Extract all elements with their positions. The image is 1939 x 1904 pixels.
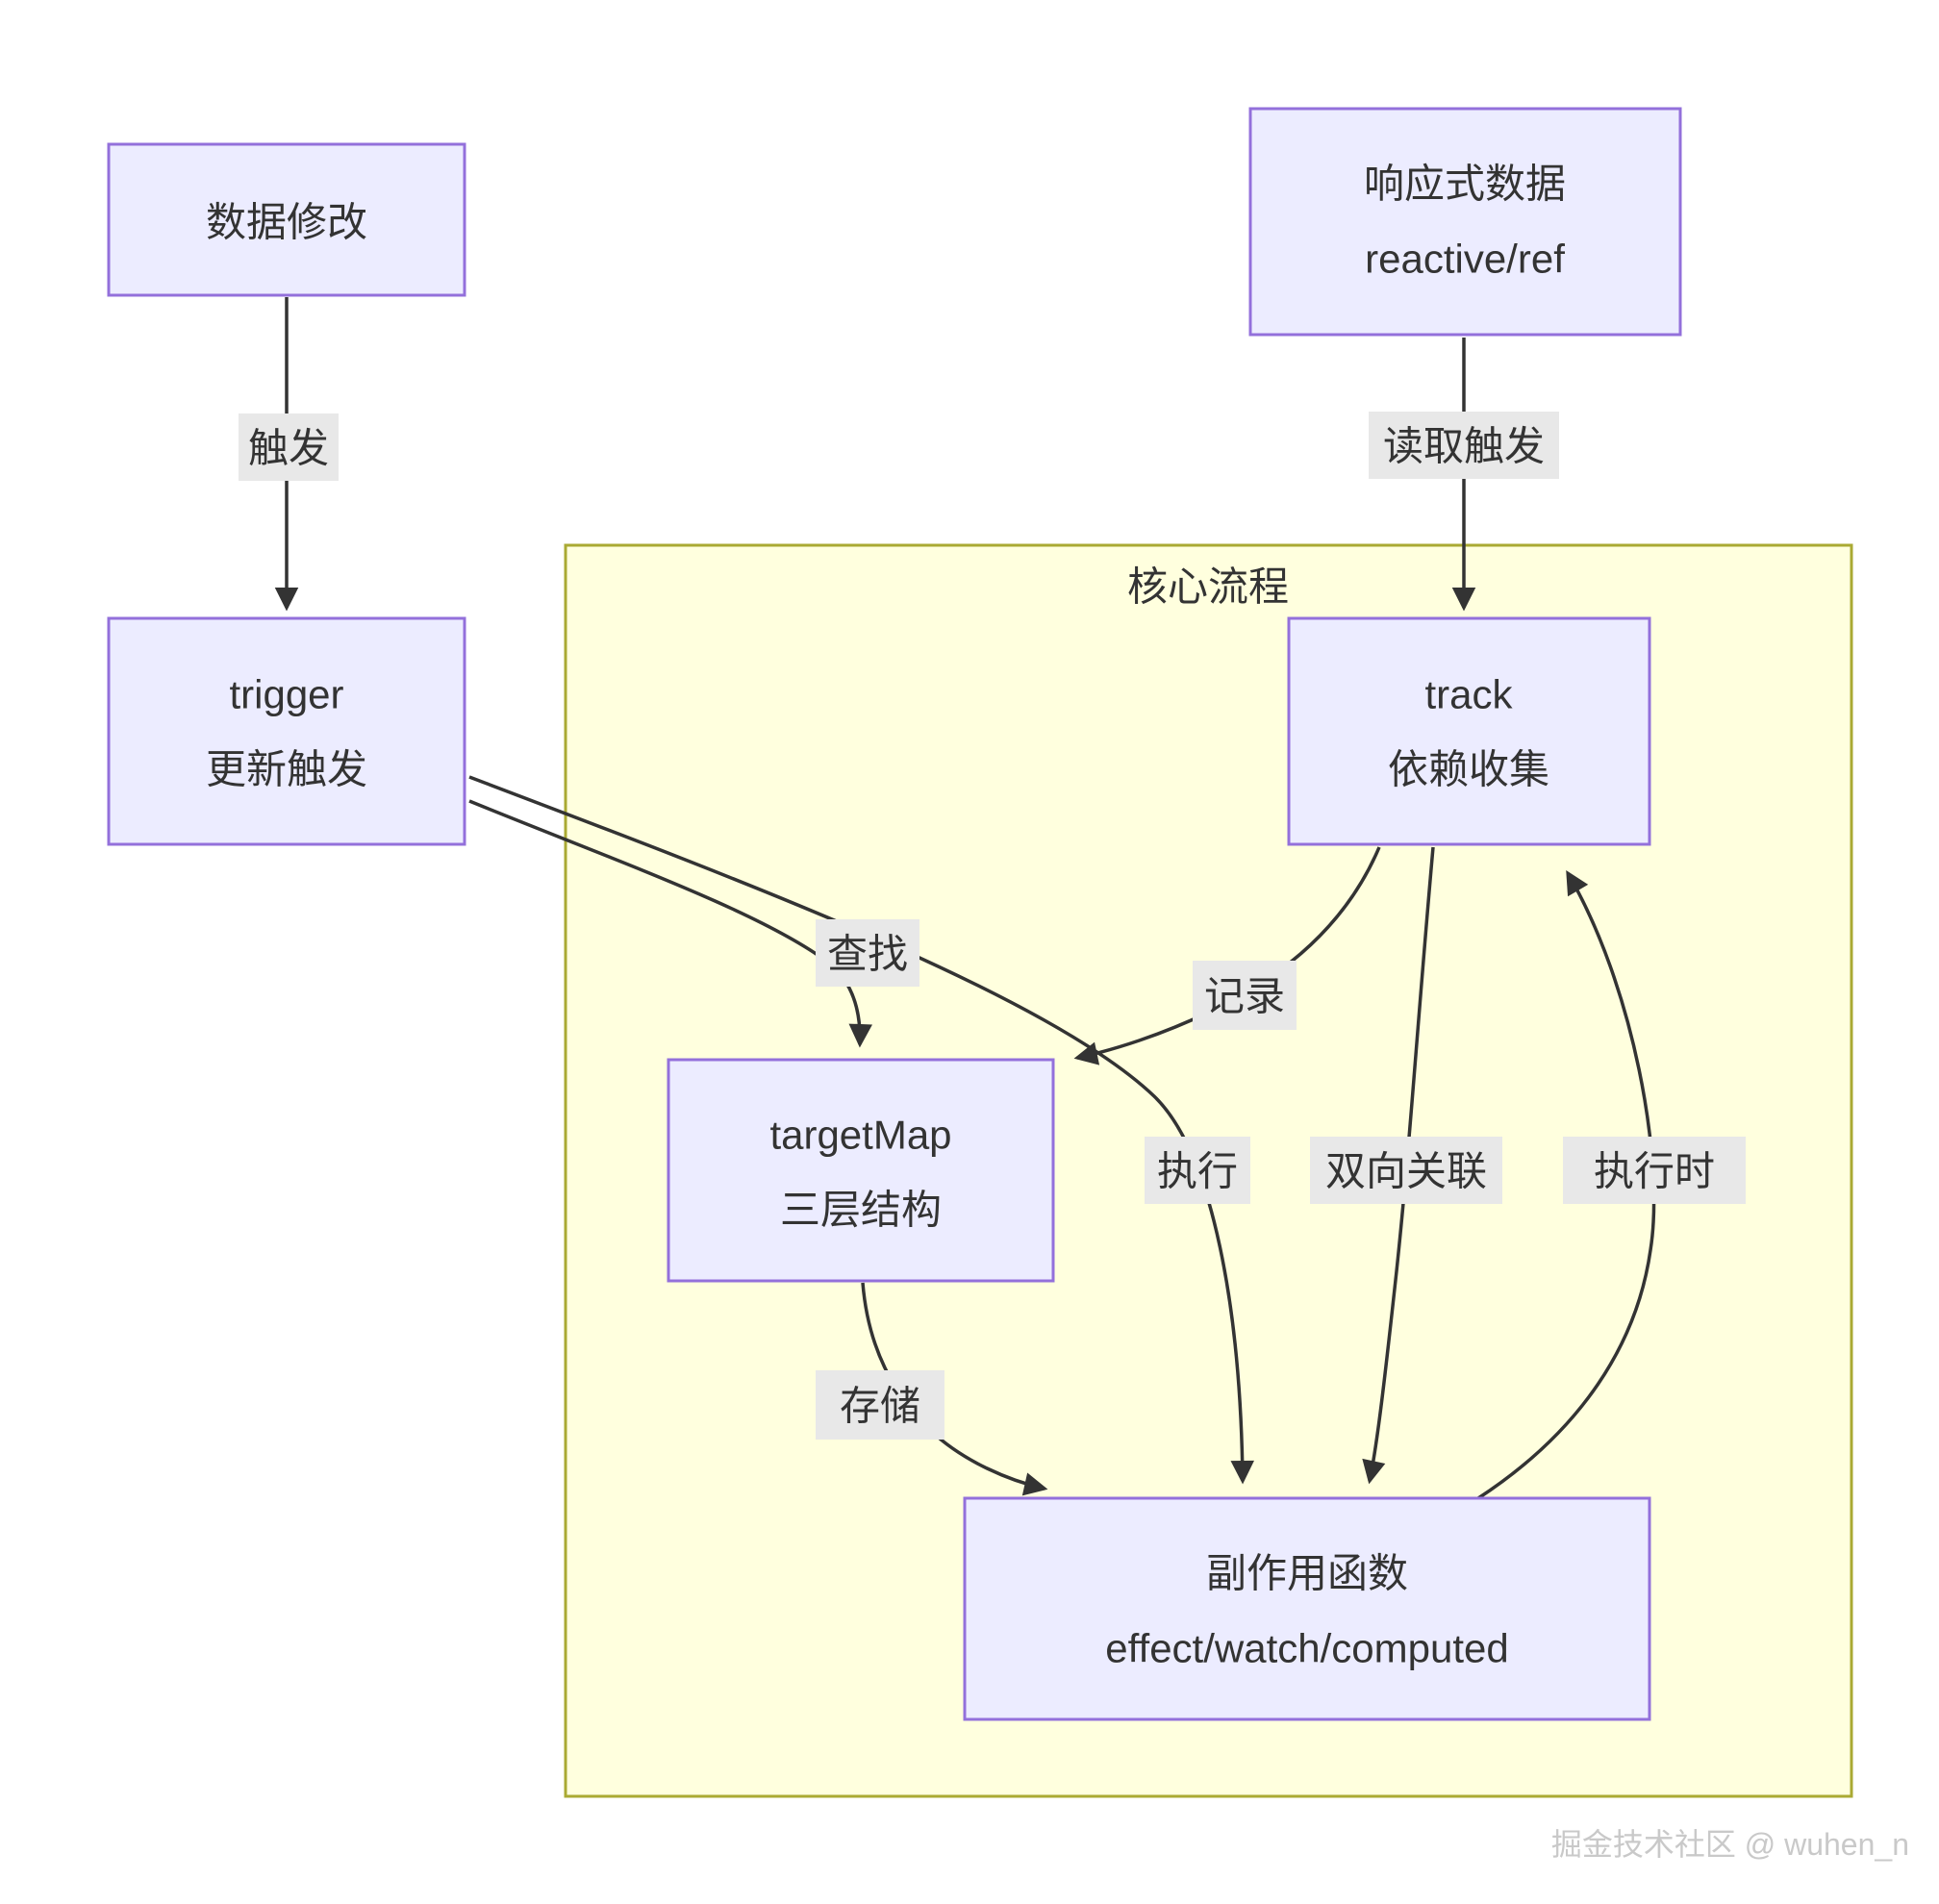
edge-label-text: 记录 (1204, 974, 1285, 1019)
edge-label-bg (239, 413, 339, 481)
node-target-map: targetMap 三层结构 (667, 1058, 1055, 1283)
node-rect (107, 142, 466, 297)
edge-label-text: 触发 (248, 426, 329, 471)
edge-label-bg (816, 1370, 944, 1440)
node-label: 数据修改 (206, 200, 367, 245)
node-label-line2: effect/watch/computed (1105, 1626, 1508, 1671)
edge-execute (468, 775, 1255, 1485)
edge-label-bg (1563, 1137, 1746, 1204)
edge-label-bg (1193, 961, 1297, 1030)
node-rect (667, 1058, 1055, 1283)
edge-labels: 触发 读取触发 查找 记录 执行 双向关联 执行时 存储 (239, 412, 1746, 1440)
node-rect (963, 1496, 1651, 1721)
edge-label-two-way-link: 双向关联 (1310, 1137, 1502, 1204)
edge-label-on-execute: 执行时 (1563, 1137, 1746, 1204)
edge-label-store: 存储 (816, 1370, 944, 1440)
edge-label-bg (1369, 412, 1559, 479)
watermark-text: 掘金技术社区 @ wuhen_n (1551, 1827, 1909, 1862)
edge-label-text: 查找 (827, 932, 908, 977)
edge-on-execute (1477, 869, 1656, 1500)
edge-label-text: 执行时 (1594, 1149, 1715, 1194)
edge-label-trigger: 触发 (239, 413, 339, 481)
edge-label-record: 记录 (1193, 961, 1297, 1030)
edge-two-way-link (1362, 846, 1435, 1485)
edge-label-bg (816, 919, 919, 987)
node-rect (1287, 616, 1651, 846)
node-rect (1248, 107, 1682, 337)
node-rect (107, 616, 466, 846)
node-effect: 副作用函数 effect/watch/computed (963, 1496, 1651, 1721)
edge-label-text: 执行 (1157, 1149, 1238, 1194)
edge-label-text: 读取触发 (1383, 424, 1545, 469)
node-label-line2: reactive/ref (1365, 237, 1565, 282)
node-track: track 依赖收集 (1287, 616, 1651, 846)
node-label-line2: 更新触发 (206, 747, 367, 792)
node-label-line2: 三层结构 (780, 1188, 942, 1233)
node-label-line1: 响应式数据 (1364, 162, 1566, 207)
edge-label-bg (1310, 1137, 1502, 1204)
edge-label-find: 查找 (816, 919, 919, 987)
edge-label-read-trigger: 读取触发 (1369, 412, 1559, 479)
node-label-line1: trigger (229, 672, 343, 717)
nodes: 数据修改 响应式数据 reactive/ref trigger 更新触发 tra… (107, 107, 1682, 1721)
edge-label-execute: 执行 (1145, 1137, 1250, 1204)
node-data-change: 数据修改 (107, 142, 466, 297)
edge-label-bg (1145, 1137, 1250, 1204)
edge-label-text: 双向关联 (1325, 1149, 1487, 1194)
node-label-line1: track (1424, 672, 1513, 717)
node-label-line1: targetMap (769, 1113, 951, 1158)
node-label-line1: 副作用函数 (1206, 1551, 1408, 1596)
node-trigger: trigger 更新触发 (107, 616, 466, 846)
subgraph-title: 核心流程 (1127, 564, 1289, 610)
watermark: 掘金技术社区 @ wuhen_n 掘金技术社区 @ wuhen_n (1551, 1827, 1911, 1864)
edge-find (468, 799, 872, 1048)
node-label-line2: 依赖收集 (1388, 747, 1549, 792)
watermark-shadow-text: 掘金技术社区 @ wuhen_n (1553, 1829, 1911, 1864)
edges (274, 297, 1656, 1500)
node-reactive-data: 响应式数据 reactive/ref (1248, 107, 1682, 337)
edge-label-text: 存储 (840, 1384, 920, 1429)
